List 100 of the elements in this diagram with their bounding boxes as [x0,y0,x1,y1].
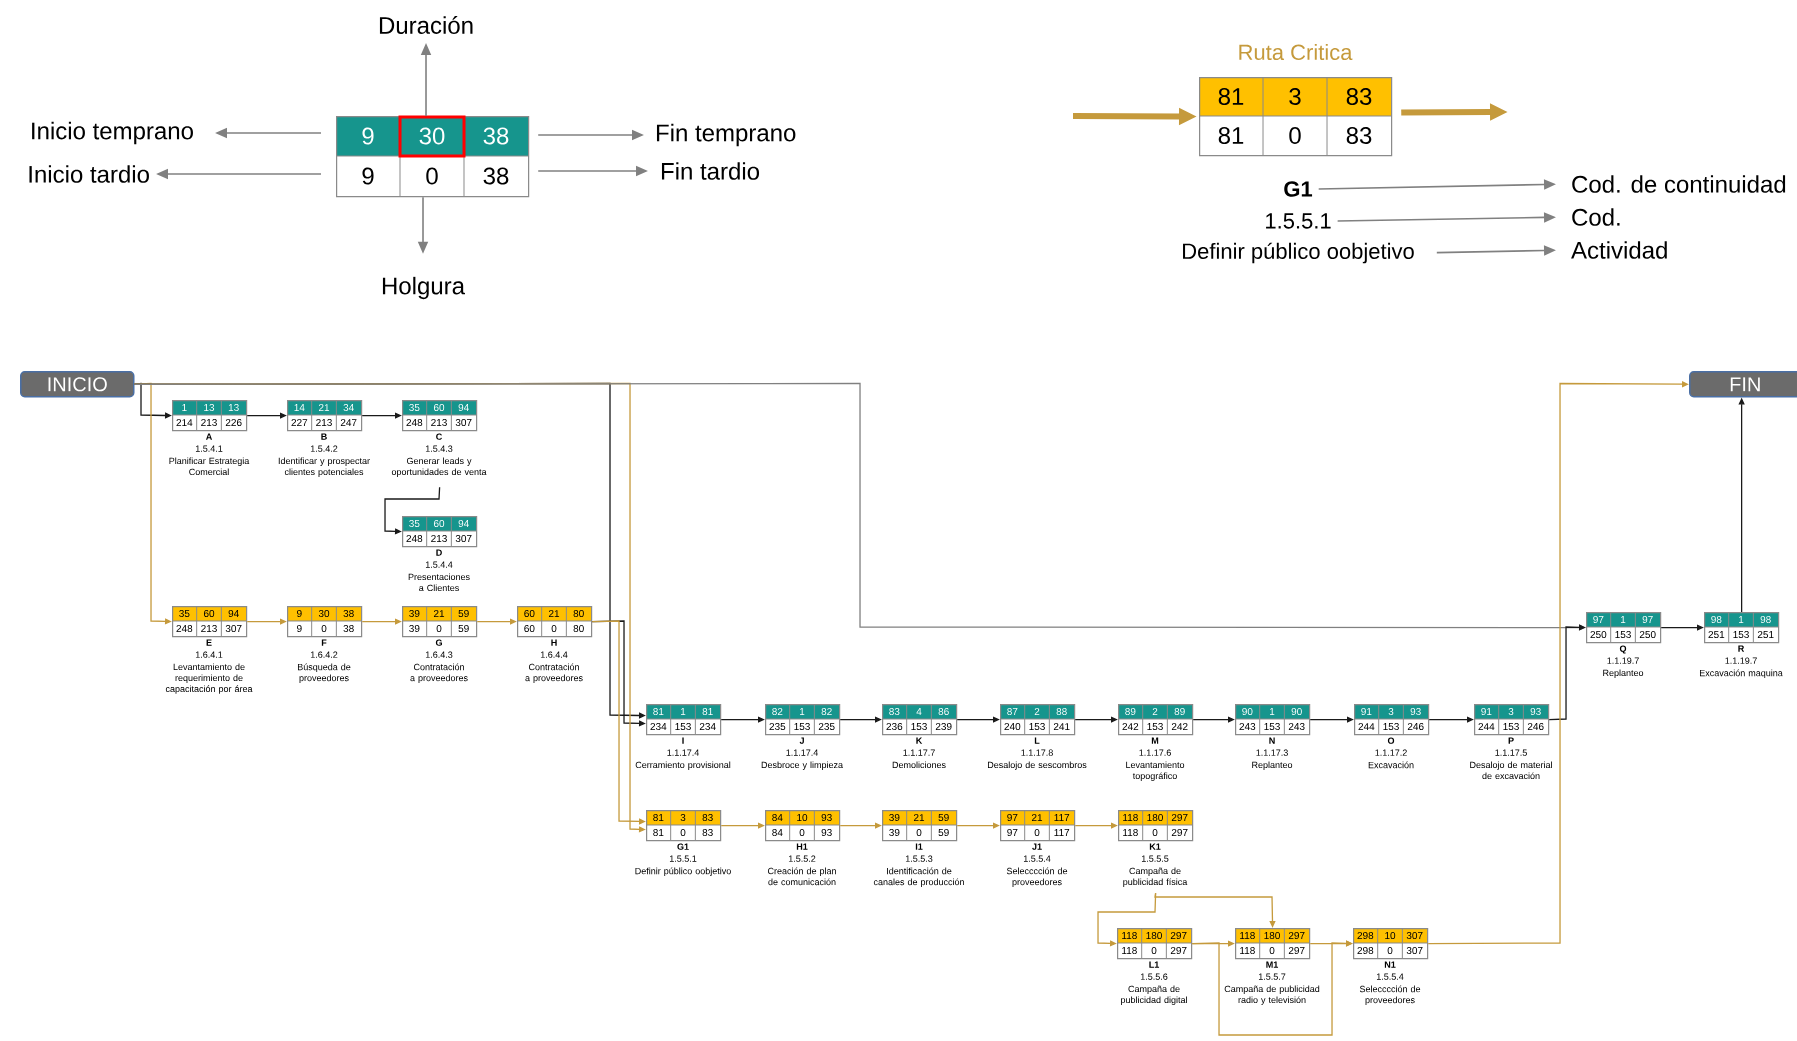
activity-box: 35 60 94 248 213 307 [401,399,478,432]
node-label: 93 [821,828,832,837]
node-label: 39 [889,813,900,822]
activity-box: 9 30 38 9 0 38 [286,605,363,638]
activity-id: I1 [915,843,923,850]
node-label: 81 [653,813,664,822]
activity-name: Generar leads y oportunidades de venta [391,457,487,477]
node-label: 153 [1147,722,1163,731]
activity-box: 39 21 59 39 0 59 [401,605,478,638]
node-label: 82 [772,707,783,716]
activity-id: K1 [1149,843,1161,850]
activity-id: N1 [1384,961,1396,968]
node-label: 94 [458,403,469,412]
node-label: 38 [343,609,354,618]
node-label: 241 [1053,723,1070,730]
activity-name: Replanteo [1603,669,1644,678]
node-label: 21 [548,610,560,617]
node-label: 246 [1407,722,1424,731]
node-label: 297 [1288,946,1305,955]
legend-label: Cod. [1572,208,1620,226]
wbs-code: 1.5.5.6 [1140,973,1168,980]
activity-box: 91 3 93 244 153 246 [1473,703,1550,736]
node-label: 91 [1481,707,1492,716]
activity-name: Búsqueda de proveedores [298,663,351,683]
activity-box: 81 3 83 81 0 83 [645,809,722,842]
node-label: 21 [433,610,445,617]
node-label: 251 [1708,630,1725,639]
node-label: 0 [1034,828,1040,837]
activity-box: 89 2 89 242 153 242 [1117,703,1194,736]
wbs-code: 1.5.5.3 [905,855,933,862]
node-label: 0 [551,624,557,633]
node-label: 98 [1760,615,1771,624]
node-label: 2 [1034,708,1040,715]
activity-id: G [435,639,442,646]
node-label: 83 [702,813,713,822]
legend-label: G1 [1284,181,1313,197]
wbs-code: 1.5.5.5 [1141,855,1169,862]
node-label: 250 [1639,630,1656,639]
activity-name: Excavación [1368,761,1414,769]
node-label: 83 [702,828,713,837]
node-label: 60 [524,609,535,618]
terminal-box: FIN [1689,371,1797,398]
activity-name: Definir público oobjetivo [635,867,731,876]
terminal-box: INICIO [20,371,135,398]
node-label: 180 [1264,931,1280,940]
node-label: 153 [1733,630,1749,639]
legend-box: 9 30 38 9 0 38 [335,115,530,198]
node-label: 1 [1620,616,1626,623]
node-label: 213 [201,418,217,427]
node-label: 118 [1123,813,1138,822]
legend-label: Actividad [1571,241,1667,259]
node-label: 39 [889,828,900,837]
node-label: 248 [406,418,423,427]
node-label: 84 [772,828,783,837]
wbs-code: 1.5.5.4 [1023,855,1051,862]
wbs-code: 1.1.17.3 [1256,749,1288,756]
node-label: 0 [680,828,686,837]
node-label: 0 [1269,946,1275,955]
activity-box: 97 21 117 97 0 117 [999,809,1076,842]
node-label: 0 [436,624,442,633]
node-label: 117 [1054,829,1070,836]
node-label: 297 [1171,828,1188,837]
node-label: 60 [433,403,445,412]
node-label: 297 [1170,931,1187,940]
node-label: 83 [1346,127,1372,144]
node-label: 307 [1406,946,1423,955]
activity-name: Levantamiento topográfico [1126,761,1185,781]
activity-name: Selecccción de proveedores [1359,985,1421,1005]
activity-id: F [321,639,327,646]
activity-name: Excavación maquina [1700,669,1783,678]
node-label: 10 [1385,931,1396,940]
wbs-code: 1.1.19.7 [1607,657,1639,664]
wbs-code: 1.1.17.4 [786,749,818,756]
node-label: 153 [1503,722,1519,731]
node-label: 93 [821,813,832,822]
node-label: 118 [1123,828,1138,837]
node-label: 242 [1171,723,1188,730]
node-label: 82 [821,707,832,716]
node-label: 307 [1406,931,1423,940]
activity-box: 60 21 80 60 0 80 [516,605,593,638]
node-label: 87 [1007,707,1018,716]
activity-id: L [1034,737,1040,744]
node-label: 240 [1004,722,1021,731]
node-label: 153 [675,722,691,731]
activity-id: I [682,737,684,744]
node-label: 153 [794,722,810,731]
node-label: 97 [1007,828,1018,837]
wbs-code: 1.5.4.3 [425,445,453,452]
node-label: 0 [1289,127,1301,144]
activity-box: 90 1 90 243 153 243 [1234,703,1311,736]
wbs-code: 1.1.17.4 [667,749,699,756]
node-label: 0 [321,624,327,633]
legend-label: Inicio temprano [32,121,193,145]
node-label: 60 [433,519,445,528]
node-label: 86 [938,707,949,716]
activity-id: A [206,433,213,440]
node-label: 13 [228,403,239,412]
activity-id: N [1269,737,1275,744]
activity-name: Selecccción de proveedores [1006,867,1068,887]
activity-id: H1 [796,843,808,850]
